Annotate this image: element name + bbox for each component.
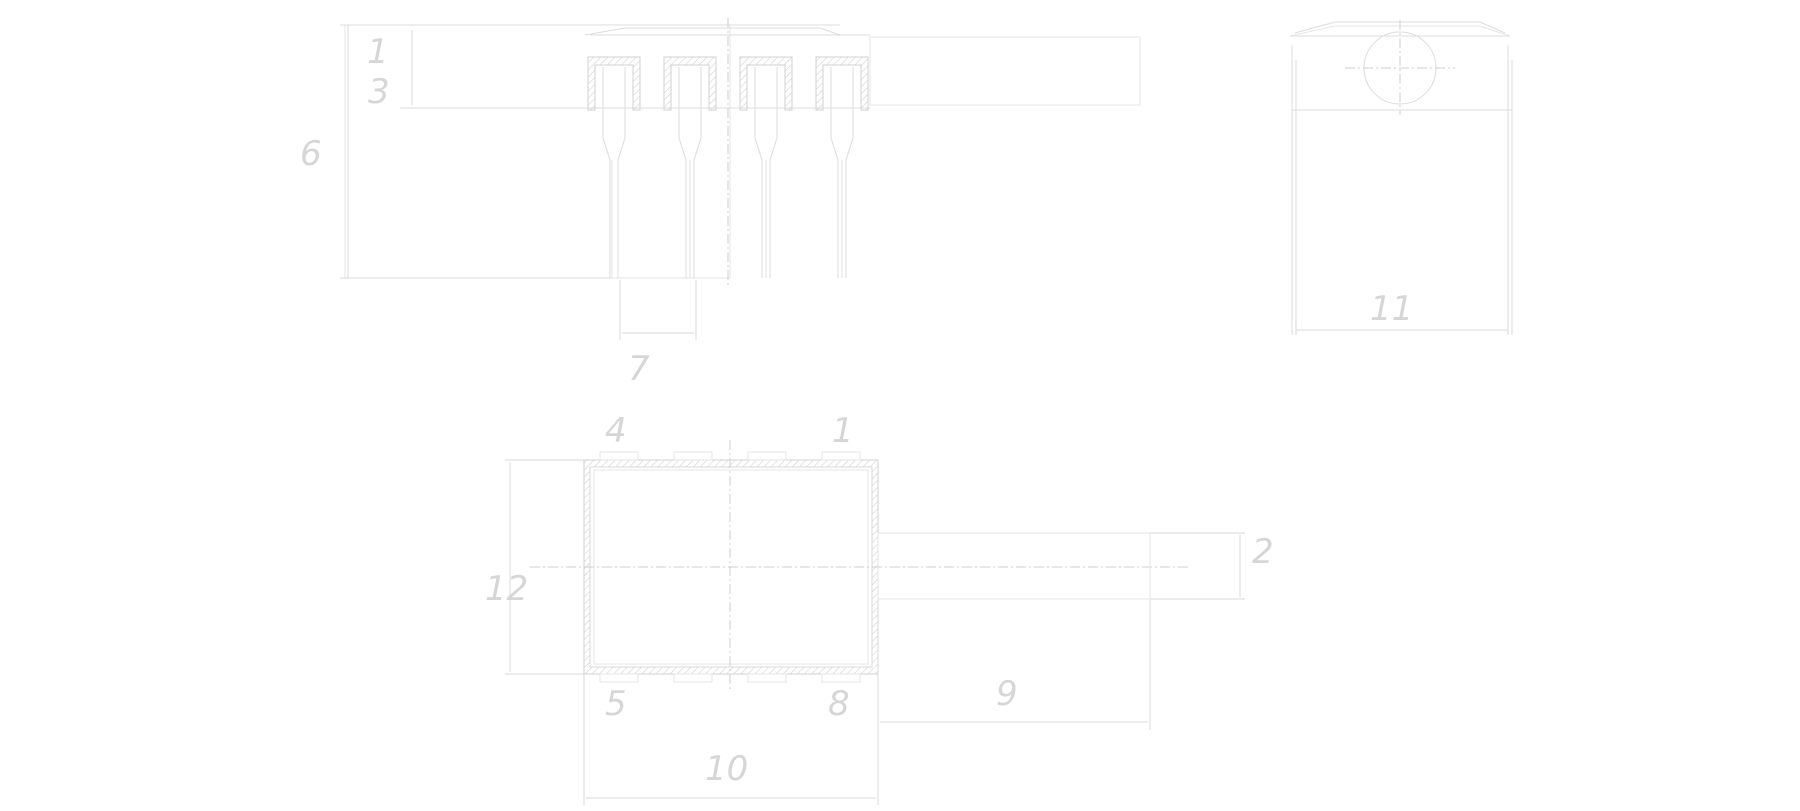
pin-1	[587, 56, 641, 278]
front-view	[340, 18, 1141, 340]
label-11: 11	[1370, 289, 1413, 329]
top-view	[505, 440, 1245, 805]
label-4: 4	[605, 411, 627, 451]
label-d1: 1	[832, 411, 854, 451]
top-side-tab	[877, 532, 1151, 600]
label-8: 8	[828, 684, 850, 724]
label-5: 5	[605, 684, 627, 724]
side-tab	[869, 36, 1141, 106]
side-view	[1289, 20, 1513, 335]
label-10: 10	[705, 749, 748, 789]
label-1: 1	[367, 32, 389, 72]
label-9: 9	[996, 674, 1018, 714]
pin-2	[663, 56, 717, 278]
label-7: 7	[628, 349, 650, 389]
pin-3	[739, 56, 793, 278]
contact-pins	[587, 56, 869, 278]
pin-4	[815, 56, 869, 278]
label-3: 3	[368, 72, 390, 112]
dimension-labels: 1 1 2 3 4 5 6 7 8 9 10 11 12	[300, 32, 1413, 789]
label-6: 6	[300, 134, 322, 174]
label-12: 12	[485, 569, 528, 609]
label-2: 2	[1252, 532, 1274, 572]
